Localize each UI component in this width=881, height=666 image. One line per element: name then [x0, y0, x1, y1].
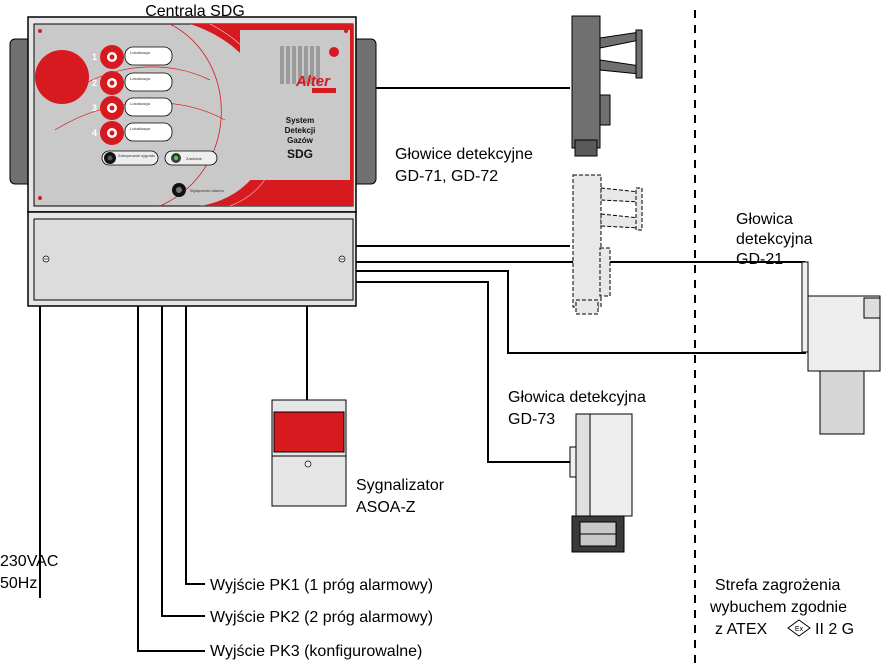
gd21-label-1: Głowica — [736, 211, 793, 228]
title: Centrala SDG — [145, 3, 245, 20]
zone-label-field — [124, 46, 173, 66]
alarm-lamp — [35, 50, 89, 104]
zone-label-text: Lokalizacja — [130, 50, 151, 55]
controller-unit: Lokalizacja 1 Lokalizacja 2 Lokalizacja … — [9, 16, 377, 307]
wire-pk2 — [161, 306, 205, 617]
gd21-label-2: detekcyjna — [736, 231, 813, 248]
signaller-asoa-z — [271, 399, 347, 507]
zone-label-text: Lokalizacja — [130, 101, 151, 106]
zone-number: 3 — [92, 103, 97, 113]
heads-gd71-label-2: GD-71, GD-72 — [395, 168, 498, 185]
signaller-label-2: ASOA-Z — [356, 499, 416, 516]
zone-label-3-prefix: z ATEX — [715, 621, 767, 638]
zone-label-1: Strefa zagrożenia — [715, 577, 841, 594]
gd73-head — [569, 413, 633, 553]
silence-button: Zatrzymanie sygnału — [101, 150, 159, 166]
zone-label-field — [124, 97, 173, 117]
power-led: Zasilanie — [164, 150, 218, 166]
gd21-label-3: GD-21 — [736, 251, 783, 268]
alarm-off-button: Wyłączenie alarmu — [172, 183, 224, 197]
terminal-cover — [33, 218, 354, 301]
wire-gd73 — [356, 281, 571, 463]
zone-1: Lokalizacja 1 — [92, 45, 173, 69]
output-pk2-label: Wyjście PK2 (2 próg alarmowy) — [210, 609, 433, 626]
power-label-1: 230VAC — [0, 553, 58, 570]
signaller-label-1: Sygnalizator — [356, 477, 445, 494]
brand-logo: Alter — [280, 46, 339, 93]
output-pk1-label: Wyjście PK1 (1 próg alarmowy) — [210, 577, 433, 594]
power-label-2: 50Hz — [0, 575, 37, 592]
gd72-head — [572, 174, 643, 315]
brand-name: Alter — [295, 73, 331, 90]
zone-4: Lokalizacja 4 — [92, 121, 173, 145]
gd71-head — [571, 15, 643, 157]
heads-gd71-label-1: Głowice detekcyjne — [395, 146, 533, 163]
wire-gd21 — [356, 270, 806, 354]
zone-label-field — [124, 72, 173, 92]
svg-text:System: System — [286, 116, 314, 125]
zone-2: Lokalizacja 2 — [92, 71, 173, 95]
gd73-label-2: GD-73 — [508, 411, 555, 428]
zone-label-2: wybuchem zgodnie — [709, 599, 847, 616]
cover-screw-left — [42, 255, 50, 263]
output-pk3-label: Wyjście PK3 (konfigurowalne) — [210, 643, 422, 660]
zone-3: Lokalizacja 3 — [92, 96, 173, 120]
svg-text:SDG: SDG — [287, 147, 313, 161]
alarm-off-label: Wyłączenie alarmu — [190, 188, 224, 193]
zone-label-field — [124, 122, 173, 142]
zone-number: 2 — [92, 78, 97, 88]
system-title: System Detekcji Gazów SDG — [285, 116, 316, 161]
svg-text:Detekcji: Detekcji — [285, 126, 316, 135]
zone-label-3-suffix: II 2 G — [815, 621, 854, 638]
silence-button-label: Zatrzymanie sygnału — [118, 153, 155, 158]
svg-text:Ex: Ex — [795, 626, 804, 633]
power-led-label: Zasilanie — [186, 156, 203, 161]
gd21-head — [801, 261, 881, 435]
zone-label-text: Lokalizacja — [130, 76, 151, 81]
zone-number: 4 — [92, 128, 97, 138]
atex-ex-icon: Ex — [787, 619, 811, 637]
cover-screw-right — [338, 255, 346, 263]
zone-number: 1 — [92, 52, 97, 62]
wire-pk3 — [137, 306, 205, 652]
gd73-label-1: Głowica detekcyjna — [508, 389, 646, 406]
wire-pk1 — [185, 306, 205, 585]
signaller-lamp — [273, 411, 345, 453]
zone-label-text: Lokalizacja — [130, 126, 151, 131]
svg-text:Gazów: Gazów — [287, 136, 314, 145]
